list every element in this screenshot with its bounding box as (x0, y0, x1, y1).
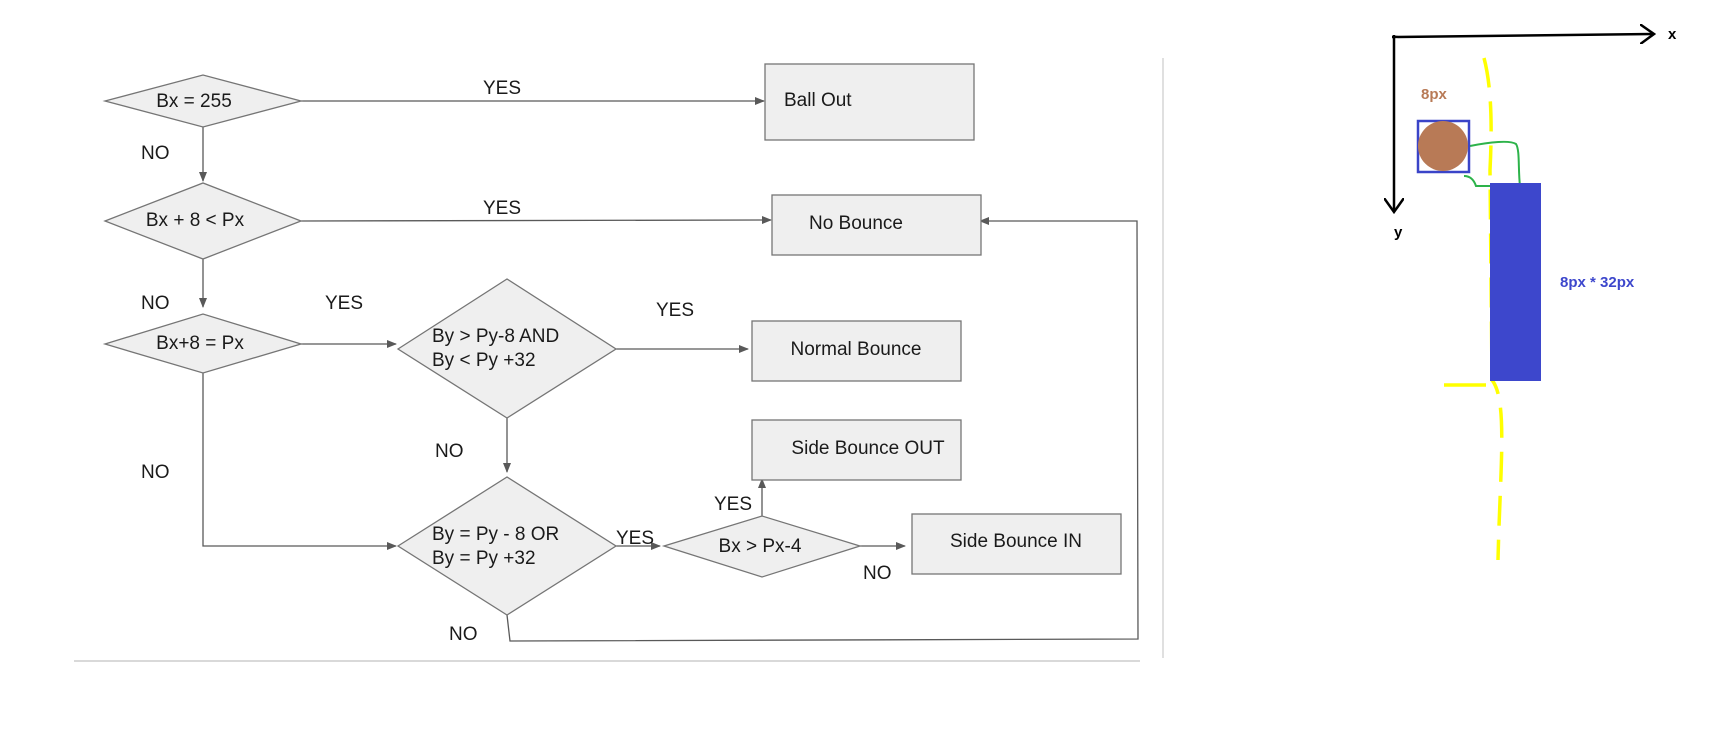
yes-label-d4: YES (656, 300, 694, 321)
x-axis-arrow (1391, 34, 1654, 37)
ball (1418, 121, 1468, 171)
outcome-side-bounce-in-text: Side Bounce IN (950, 531, 1082, 552)
outcome-no-bounce-text: No Bounce (809, 213, 903, 234)
decision-bx-255: Bx = 255 (102, 74, 304, 128)
edge-d2-nobounce (300, 216, 772, 225)
decision-d3-text: Bx+8 = Px (156, 333, 244, 354)
no-label-d5: NO (449, 624, 478, 645)
ball-size-label: 8px (1421, 86, 1448, 103)
outcome-normal-bounce: Normal Bounce (751, 320, 962, 382)
decision-bx8-less-px: Bx + 8 < Px (103, 182, 303, 260)
outcome-normal-bounce-text: Normal Bounce (791, 339, 922, 360)
paddle-sketch: x y 8px 8px * 32px (1391, 26, 1677, 561)
paddle-size-label: 8px * 32px (1560, 274, 1635, 291)
flow-connectors (199, 97, 1139, 642)
outcome-side-bounce-out-text: Side Bounce OUT (791, 438, 945, 459)
decision-by-edge: By = Py - 8 OR By = Py +32 (396, 476, 618, 616)
no-label-d2: NO (141, 293, 170, 314)
no-label-d6: NO (863, 563, 892, 584)
yes-label-d6: YES (714, 494, 752, 515)
decision-d4-text-line2: By < Py +32 (432, 350, 536, 371)
outcome-no-bounce: No Bounce (771, 194, 982, 256)
y-axis-label: y (1394, 224, 1403, 241)
x-axis-label: x (1668, 26, 1677, 43)
decision-d4-text-line1: By > Py-8 AND (432, 326, 559, 347)
ball-bounding-box (1416, 119, 1471, 174)
no-label-d1: NO (141, 143, 170, 164)
no-label-d4: NO (435, 441, 464, 462)
no-label-d3: NO (141, 462, 170, 483)
contact-zone (1463, 140, 1522, 187)
decision-bx8-equals-px: Bx+8 = Px (102, 313, 304, 374)
outcome-ball-out: Ball Out (764, 63, 975, 141)
decision-d2-text: Bx + 8 < Px (146, 210, 245, 231)
decision-bx-greater-px4: Bx > Px-4 (661, 515, 863, 578)
yes-label-d1: YES (483, 78, 521, 99)
outcome-ball-out-text: Ball Out (784, 90, 852, 111)
yes-label-d3: YES (325, 293, 363, 314)
decision-d6-text: Bx > Px-4 (719, 536, 802, 557)
decision-d1-text: Bx = 255 (156, 91, 232, 112)
outcome-side-bounce-in: Side Bounce IN (911, 513, 1122, 575)
paddle (1490, 183, 1541, 381)
yes-label-d2: YES (483, 198, 521, 219)
edge-d3-d5 (202, 373, 397, 550)
edge-d5-loop-nobounce (506, 217, 1139, 642)
decision-by-range: By > Py-8 AND By < Py +32 (396, 278, 618, 419)
decision-d5-text-line1: By = Py - 8 OR (432, 524, 559, 545)
decision-d5-text-line2: By = Py +32 (432, 548, 536, 569)
yes-label-d5: YES (616, 528, 654, 549)
edge-labels: YES NO YES NO YES NO YES NO YES NO YES N… (141, 78, 892, 645)
outcome-side-bounce-out: Side Bounce OUT (751, 419, 962, 481)
